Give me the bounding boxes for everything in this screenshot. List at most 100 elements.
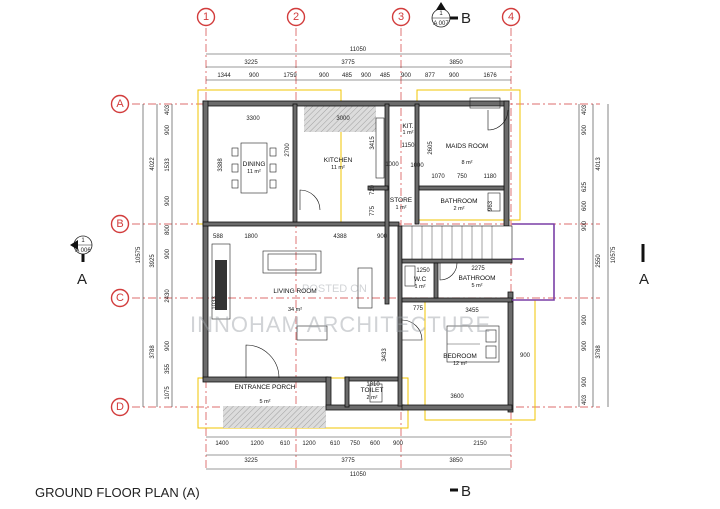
idim-13: 963: [488, 200, 494, 211]
section-top-sheet: A 007: [433, 21, 449, 27]
idim-12: 1180: [484, 174, 498, 180]
dim-left-r3-2: 1533: [165, 158, 171, 172]
svg-text:BEDROOM: BEDROOM: [443, 353, 477, 360]
dim-left-r3-8: 355: [165, 363, 171, 374]
dim-bot-r1-7: 900: [393, 441, 404, 447]
grid-lines: [132, 28, 600, 470]
dim-left-overall: 10575: [136, 246, 142, 263]
section-left-num: 1: [81, 238, 85, 244]
dim-bot-r1-4: 610: [330, 441, 341, 447]
room-label-bathroom-lower: BATHROOM 5 m²: [458, 275, 495, 289]
idim-20: 3455: [465, 308, 479, 314]
section-top-letter: B: [461, 10, 471, 27]
dim-top-r3-10: 1676: [483, 73, 497, 79]
idim-18: 1250: [416, 268, 430, 274]
section-marker-left: 1 A 006 A: [70, 235, 93, 288]
svg-text:34 m²: 34 m²: [288, 307, 302, 313]
dim-right-r3-7: 900: [582, 376, 588, 387]
svg-text:W.C: W.C: [414, 276, 427, 283]
dim-right-r3-0: 403: [582, 104, 588, 115]
living-furniture: [211, 243, 373, 341]
dimension-chain-right: 403 900 625 600 900 900 900 900 403 4013…: [578, 104, 617, 407]
svg-text:MAIDS ROOM: MAIDS ROOM: [446, 143, 489, 150]
grid-label-col-2: 2: [293, 11, 299, 23]
dim-right-r3-1: 900: [582, 124, 588, 135]
dim-top-r3-3: 900: [319, 73, 330, 79]
svg-text:TOILET: TOILET: [361, 387, 384, 394]
idim-6: 2605: [428, 141, 434, 155]
svg-text:BATHROOM: BATHROOM: [458, 275, 495, 282]
grid-bubble-col-3: 3: [391, 7, 411, 27]
dim-bot-r2-1: 3775: [341, 458, 355, 464]
dim-right-r3-4: 900: [582, 220, 588, 231]
svg-text:8 m²: 8 m²: [462, 160, 473, 166]
dim-top-r3-9: 900: [449, 73, 460, 79]
dim-left-r3-9: 1075: [165, 386, 171, 400]
room-label-kitchen: KITCHEN 11 m²: [324, 157, 353, 171]
idim-16: 4388: [333, 234, 347, 240]
idim-8: 720: [370, 184, 376, 195]
dining-table-furniture: [231, 142, 277, 194]
grid-bubble-col-4: 4: [501, 7, 521, 27]
idim-14: 588: [213, 234, 224, 240]
dim-top-r3-0: 1344: [217, 73, 231, 79]
svg-text:11 m²: 11 m²: [247, 169, 261, 175]
room-label-toilet: TOILET 2 m²: [361, 387, 384, 401]
grid-label-row-D: D: [116, 401, 124, 413]
idim-0: 3300: [246, 116, 260, 122]
svg-text:1 m²: 1 m²: [403, 130, 414, 136]
svg-text:KIT.: KIT.: [402, 123, 413, 130]
grid-bubble-col-2: 2: [286, 7, 306, 27]
porch-steps-hatch: [223, 406, 326, 428]
grid-bubble-row-C: C: [110, 288, 130, 308]
grid-bubble-row-A: A: [110, 94, 130, 114]
dim-left-r3-6: 2430: [165, 289, 171, 303]
idim-7: 1000: [410, 163, 424, 169]
dim-top-r3-2: 1759: [283, 73, 297, 79]
room-name-maids: MAIDS ROOM: [446, 143, 489, 150]
idim-27: 1000: [385, 162, 399, 168]
dim-top-r3-8: 877: [425, 73, 436, 79]
idim-1: 3000: [336, 116, 350, 122]
dimension-chain-bottom: 1400 1200 610 1200 610 750 600 900 2150 …: [206, 436, 511, 478]
dim-bot-r1-0: 1400: [215, 441, 229, 447]
kitchen-counter: [375, 97, 501, 179]
room-label-kit: KIT. 1 m²: [402, 123, 413, 136]
dim-right-r2-0: 4013: [596, 157, 602, 171]
bathroom-fixtures: [369, 192, 501, 403]
svg-text:LIVING ROOM: LIVING ROOM: [273, 288, 316, 295]
idim-23: 1810: [366, 382, 380, 388]
drawing-title: GROUND FLOOR PLAN (A): [35, 485, 200, 500]
watermark-posted: POSTED ON: [302, 283, 367, 295]
stair-steps: [401, 225, 513, 260]
idim-11: 750: [457, 174, 468, 180]
idim-5: 1150: [402, 143, 416, 149]
svg-text:DINING: DINING: [243, 161, 266, 168]
section-marker-top: 1 A 007 B: [431, 2, 471, 28]
svg-text:BATHROOM: BATHROOM: [440, 198, 477, 205]
grid-label-row-A: A: [116, 98, 124, 110]
dim-bot-r2-0: 3225: [244, 458, 258, 464]
svg-text:5 m²: 5 m²: [260, 399, 271, 405]
section-marker-right: A: [639, 244, 649, 288]
dim-top-r3-1: 900: [249, 73, 260, 79]
dim-bot-r1-6: 600: [370, 441, 381, 447]
dim-left-r2-0: 4022: [150, 157, 156, 171]
door-swings: [245, 109, 509, 379]
bed-furniture: [446, 325, 500, 363]
interior-dimensions: 3300 3000 3388 2700 3415 1150 2605 1000 …: [212, 116, 531, 400]
idim-25: 900: [520, 353, 531, 359]
dim-top-r3-4: 485: [342, 73, 353, 79]
idim-17: 900: [377, 234, 388, 240]
dim-bot-r1-8: 2150: [473, 441, 487, 447]
svg-text:5 m²: 5 m²: [472, 283, 483, 289]
dim-top-overall: 11050: [350, 47, 367, 53]
dim-right-r3-3: 600: [582, 200, 588, 211]
room-label-wc: W.C 1 m²: [414, 276, 427, 290]
svg-text:STORE: STORE: [390, 197, 413, 204]
exterior-stair-outline: [512, 223, 555, 301]
dimension-chain-left: 10575 4022 3925 3788 403 900 1533 900 80…: [136, 104, 173, 407]
room-label-dining: DINING 11 m²: [243, 161, 266, 175]
section-left-sheet: A 006: [75, 248, 91, 254]
dim-top-r2-0: 3225: [244, 60, 258, 66]
